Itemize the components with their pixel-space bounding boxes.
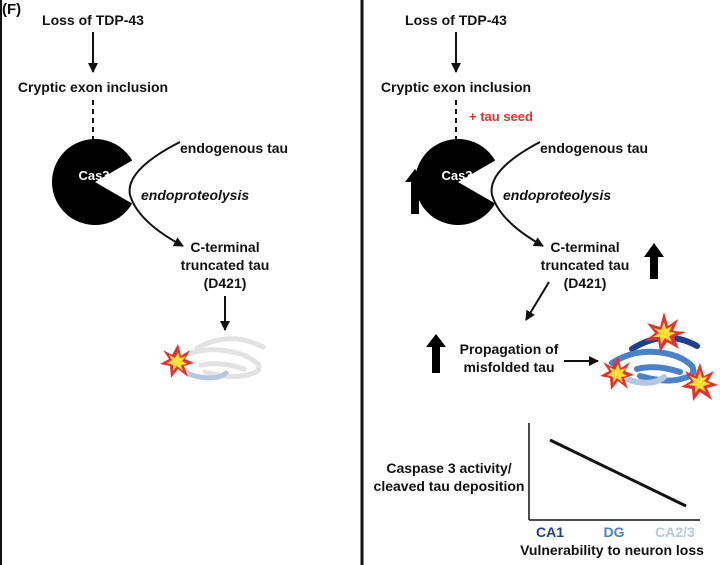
left-loss-tdp43: Loss of TDP-43 (42, 12, 144, 28)
right-endogenous-tau: endogenous tau (540, 140, 648, 156)
right-cterm-2: truncated tau (541, 257, 630, 273)
left-cryptic-exon: Cryptic exon inclusion (18, 79, 168, 95)
right-upregulation-arrow-cterm (644, 243, 664, 279)
left-pacman-icon (51, 139, 133, 226)
graph-x-category-dg: DG (604, 524, 625, 540)
right-curved-arrow (490, 141, 544, 247)
graph-x-category-ca1: CA1 (536, 524, 564, 540)
left-endogenous-tau: endogenous tau (180, 140, 288, 156)
right-explosion-icon-right (681, 363, 718, 401)
left-cterm-1: C-terminal (190, 239, 259, 255)
propagation-line-2: misfolded tau (463, 359, 554, 375)
left-hippocampus-icon (172, 336, 266, 381)
right-pacman-icon (414, 139, 496, 225)
tau-seed-label: + tau seed (469, 109, 533, 124)
right-cterm-1: C-terminal (550, 239, 619, 255)
graph-xlabel: Vulnerability to neuron loss (520, 542, 704, 558)
graph-x-category-ca2-3: CA2/3 (655, 524, 695, 540)
right-loss-tdp43: Loss of TDP-43 (405, 12, 507, 28)
graph-ylabel-1: Caspase 3 activity/ (386, 460, 511, 476)
right-diagonal-arrow (525, 281, 550, 321)
graph-x-categories: CA1 DG CA2/3 (536, 524, 695, 540)
right-explosion-icon-left (600, 356, 634, 390)
graph-trend-line (549, 438, 687, 508)
left-endoproteolysis: endoproteolysis (141, 187, 249, 203)
panel-label: (F) (2, 1, 21, 18)
right-cterm-3: (D421) (564, 275, 607, 291)
right-cryptic-exon: Cryptic exon inclusion (381, 79, 531, 95)
right-explosion-icon-top (645, 312, 686, 352)
left-cas3-label: Cas3 (78, 168, 109, 183)
left-curved-arrow (128, 141, 184, 247)
left-explosion-icon (160, 344, 194, 378)
propagation-line-1: Propagation of (460, 341, 559, 357)
right-endoproteolysis: endoproteolysis (503, 187, 611, 203)
right-cas3-label: Cas3 (441, 168, 472, 183)
left-cterm-3: (D421) (204, 275, 247, 291)
right-upregulation-arrow-prop (426, 334, 446, 373)
left-cterm-2: truncated tau (181, 257, 270, 273)
graph-ylabel-2: cleaved tau deposition (374, 478, 525, 494)
